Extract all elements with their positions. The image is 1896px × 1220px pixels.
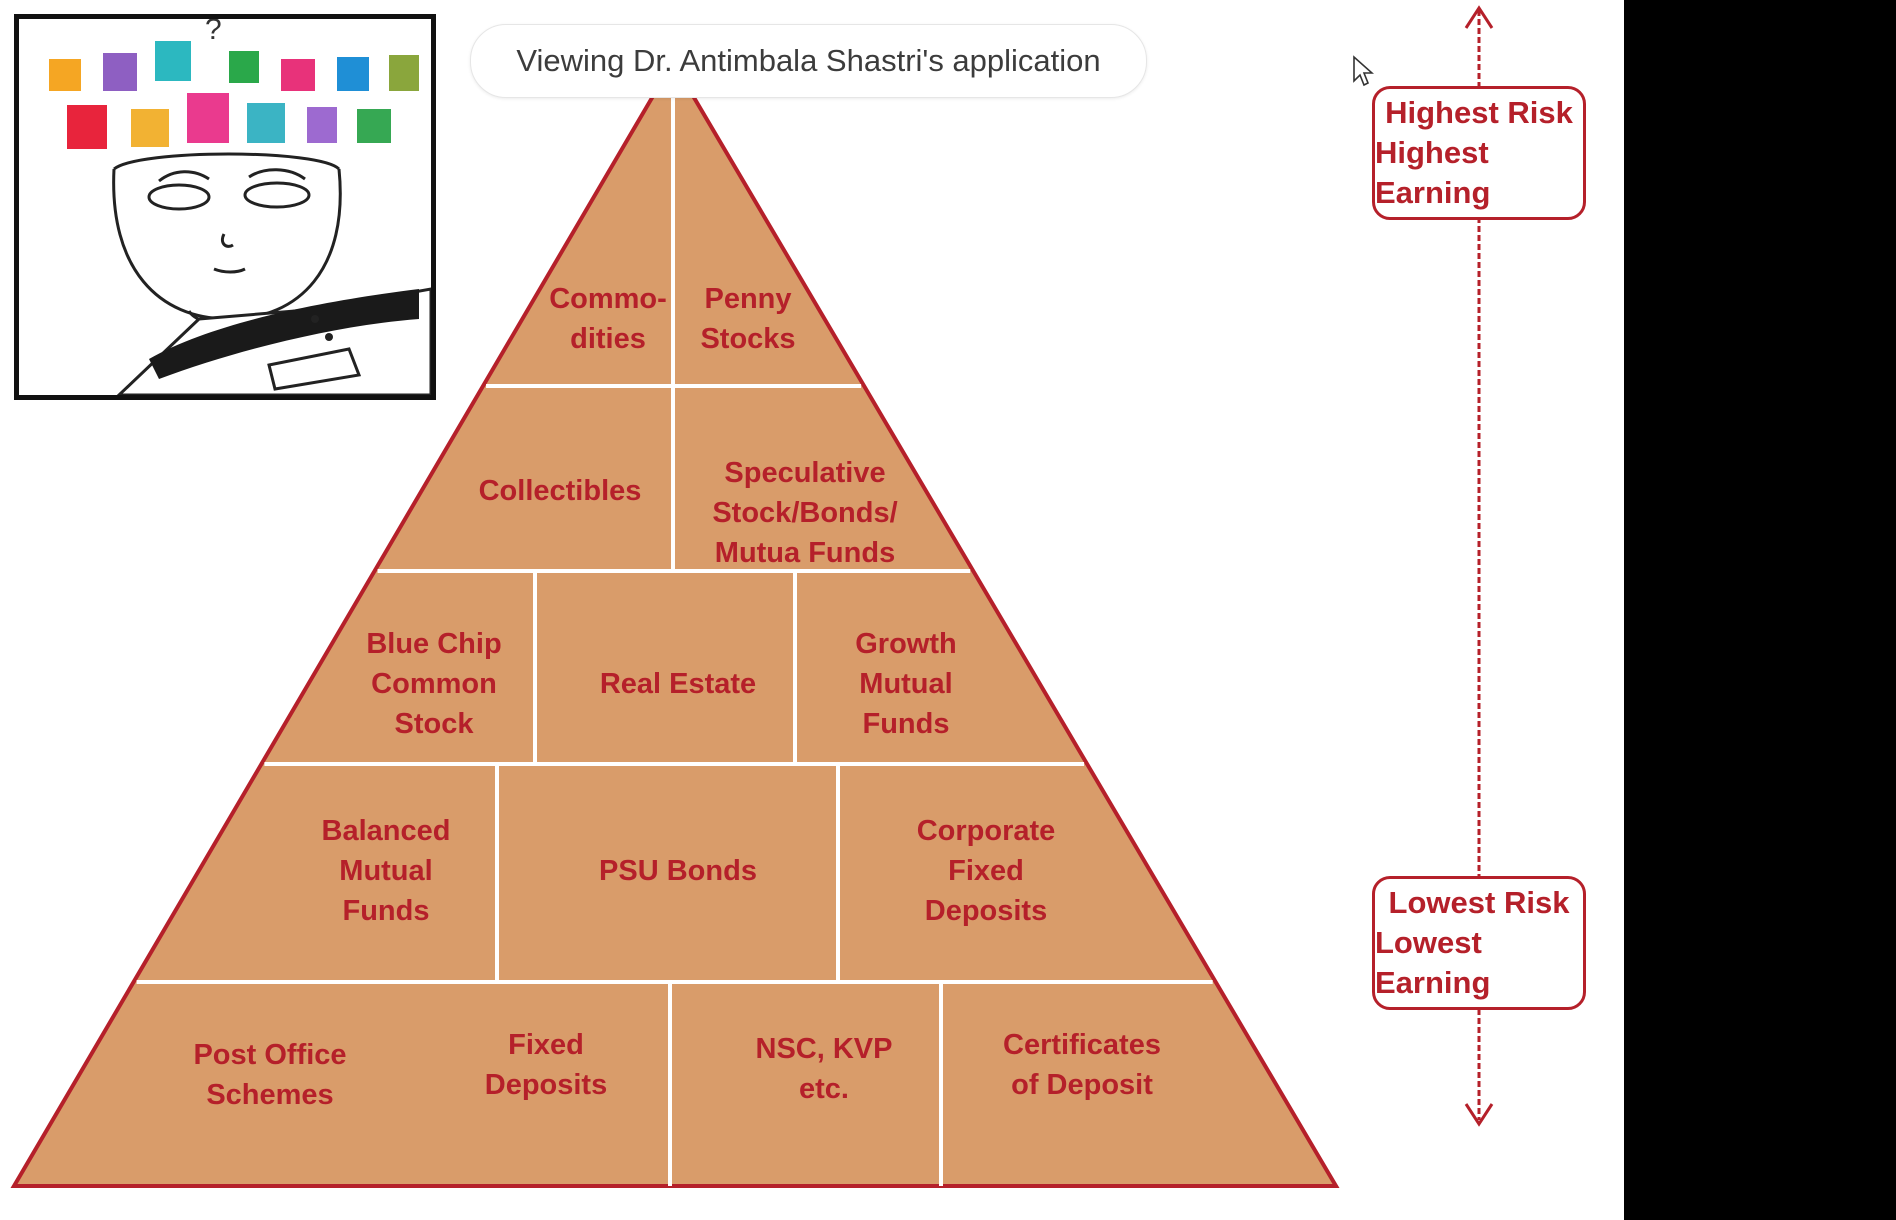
pyramid-cell-line: Common <box>371 668 497 700</box>
pyramid-cell-line: Fixed <box>948 855 1024 887</box>
pyramid-cell-line: of Deposit <box>1011 1069 1153 1101</box>
pyramid-cell-line: Penny <box>704 283 791 315</box>
banner-text: Viewing Dr. Antimbala Shastri's applicat… <box>516 43 1101 78</box>
pyramid-cell-line: Speculative <box>724 457 885 489</box>
confused-person-illustration: ? <box>14 13 436 400</box>
pyramid-cell-line: Deposits <box>925 895 1047 927</box>
pyramid-cell-line: Stock/Bonds/ <box>712 497 897 529</box>
lowest-risk-line2: Lowest Earning <box>1375 925 1491 1000</box>
arrow-up-icon <box>1464 5 1494 29</box>
pyramid-cell-line: Growth <box>855 628 957 660</box>
pyramid-cell-line: Schemes <box>206 1079 333 1111</box>
pyramid-cell-line: Mutual <box>339 855 432 887</box>
pyramid-cell-line: Post Office <box>193 1039 346 1071</box>
highest-risk-line2: Highest Earning <box>1375 135 1491 210</box>
pyramid-cell-line: Fixed <box>508 1029 584 1061</box>
pyramid-cell-line: Real Estate <box>600 668 756 700</box>
pyramid-cell-line: Mutual <box>859 668 952 700</box>
pyramid-cell-line: Stocks <box>700 323 795 355</box>
pyramid-cell-line: Deposits <box>485 1069 607 1101</box>
arrow-down-icon <box>1464 1103 1494 1127</box>
pyramid-cell-line: Mutua Funds <box>715 537 895 569</box>
pyramid-cell-label: Collectibles <box>479 475 642 507</box>
highest-risk-label: Highest Risk Highest Earning <box>1372 86 1586 220</box>
pyramid-cell-line: Balanced <box>322 815 451 847</box>
svg-text:?: ? <box>205 19 222 46</box>
pyramid-cell-line: Collectibles <box>479 475 642 507</box>
sticky-notes-icon: ? <box>49 13 419 149</box>
pyramid-cell-line: Certificates <box>1003 1029 1161 1061</box>
pyramid-shape <box>10 58 1340 1188</box>
black-side-panel <box>1624 0 1896 1220</box>
pyramid-cell-line: Blue Chip <box>366 628 501 660</box>
mouse-pointer-icon <box>1353 55 1374 87</box>
pyramid-cell-line: etc. <box>799 1073 849 1105</box>
pyramid-dividers <box>136 96 1213 1186</box>
pyramid-cell-line: NSC, KVP <box>756 1033 893 1065</box>
pyramid-cell-line: Funds <box>863 708 950 740</box>
pyramid-cell-label: PSU Bonds <box>599 855 757 887</box>
screen-share-banner: Viewing Dr. Antimbala Shastri's applicat… <box>470 24 1147 98</box>
pyramid-cell-line: Commo- <box>549 283 667 315</box>
pyramid-cell-line: Funds <box>343 895 430 927</box>
pyramid-cell-label: Certificates of Deposit <box>1003 1029 1161 1101</box>
pyramid-cell-label: Real Estate <box>600 668 756 700</box>
pyramid-cell-label: NSC, KVP etc. <box>756 1033 893 1105</box>
highest-risk-line1: Highest Risk <box>1385 95 1573 130</box>
pyramid-cell-line: Corporate <box>917 815 1056 847</box>
lowest-risk-label: Lowest Risk Lowest Earning <box>1372 876 1586 1010</box>
pyramid-cell-line: dities <box>570 323 646 355</box>
pyramid-cell-line: PSU Bonds <box>599 855 757 887</box>
pyramid-cell-line: Stock <box>395 708 475 740</box>
lowest-risk-line1: Lowest Risk <box>1388 885 1570 920</box>
pyramid-cell-label: Commo-dities <box>549 283 667 355</box>
